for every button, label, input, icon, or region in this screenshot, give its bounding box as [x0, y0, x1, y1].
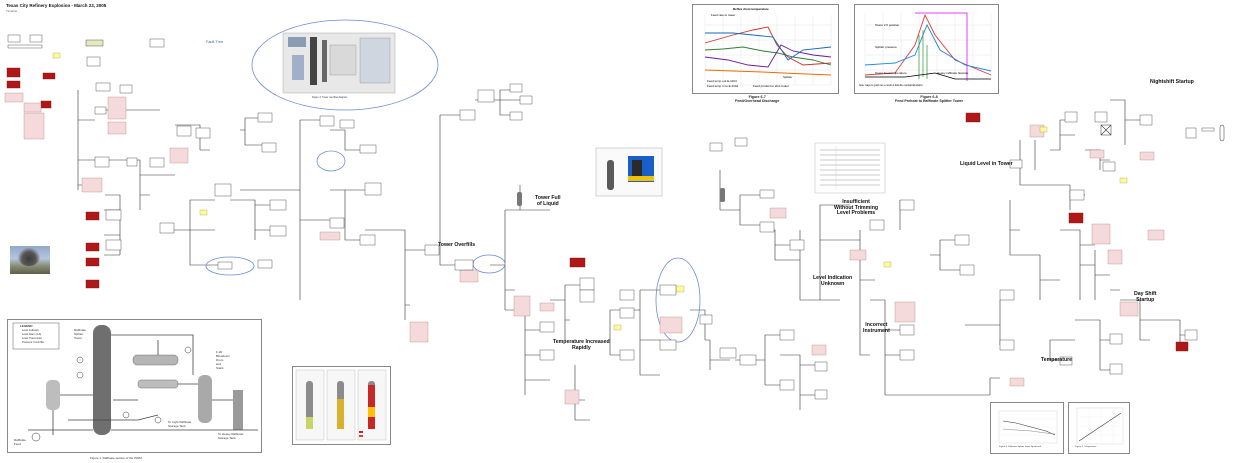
chart-right-annotation-3: Heavy raffinate flowrate: [937, 71, 968, 75]
pid-legend-item-1: Level Alarm (LA): [22, 333, 41, 336]
chart-tower-liquid-level-caption: Figure 4. Raffinate Splitter tower liqui…: [999, 446, 1041, 448]
tower-level-drawing: [293, 367, 390, 444]
pid-legend-title: LEGEND: [20, 324, 33, 328]
pid-legend-item-0: Level Indicator: [22, 329, 39, 332]
heading-day-shift-startup: Day Shift Startup: [1134, 292, 1156, 303]
text-document-image: [815, 143, 885, 193]
figure-6-8-caption: Figure 6-8 Feed Preheat to Raffinate Spl…: [895, 95, 963, 103]
smoke-plume: [18, 248, 40, 266]
pid-legend-item-2: Level Transmitter: [22, 337, 42, 340]
chart-temperature: Figure 5. Temperature: [1068, 402, 1130, 454]
chart-left-title: Reflux drum temperature: [733, 7, 769, 11]
pid-label-light-raffinate: To Light Raffinate Storage Tank: [168, 420, 191, 428]
figure-1-caption: Figure 1. Raffinate section of the ISOM: [90, 456, 142, 460]
pid-label-blowdown-drum: F-20 Blowdown Drum and Stack: [216, 350, 230, 370]
pid-label-feed: Raffinate Feed: [14, 438, 26, 446]
heading-nightshift-startup: Nightshift Startup: [1150, 80, 1194, 86]
chart-left-annotation-0: Feed rate to tower: [711, 13, 735, 17]
heading-level-indication-unknown: Level Indication Unknown: [813, 276, 852, 287]
heading-tower-overfills: Tower Overfills: [438, 243, 475, 249]
pid-diagram-panel: LEGEND Level Indicator Level Alarm (LA) …: [7, 319, 262, 453]
chart-feed-overhead: Feed rate to tower Reflux drum temperatu…: [692, 4, 839, 94]
chart-left-annotation-5: Feed product to 2nd cooler: [753, 84, 789, 88]
chart-right-annotation-0: Tower 2 ft position: [875, 23, 899, 27]
chart-left-annotation-3: Feed temp in to E-1104: [707, 84, 738, 88]
pid-label-splitter-tower: Raffinate Splitter Tower: [74, 328, 86, 340]
chart-temperature-caption: Figure 5. Temperature: [1075, 446, 1096, 448]
control-room-photo: [283, 33, 395, 93]
heading-fault-tree: Fault Tree: [206, 40, 223, 44]
heading-incorrect-instrument: Incorrect Instrument: [863, 323, 890, 334]
chart-right-annotation-2: Tower feed temperature: [875, 71, 907, 75]
chart-left-annotation-1: Splitter: [783, 75, 792, 79]
tower-photo: [596, 148, 662, 196]
root-cause-boxes: [7, 68, 1188, 351]
pid-legend-item-3: Pressure Controller: [22, 341, 44, 344]
figure-6-7-caption: Figure 6-7 Feed/Overhead Discharge: [735, 95, 779, 103]
heading-liquid-level-in-tower: Liquid Level in Tower: [960, 162, 1013, 168]
heading-temperature: Temperature: [1041, 358, 1072, 364]
chart-tower-liquid-level: Figure 4. Raffinate Splitter tower liqui…: [990, 402, 1064, 454]
chart-left-annotation-2: Feed temp out E-1104: [707, 79, 737, 83]
oval-mid-sub: [317, 151, 345, 171]
heading-tower-full-of-liquid: Tower Full of Liquid: [535, 196, 561, 207]
pid-label-heavy-raffinate: To Heavy Raffinate Storage Tank: [218, 432, 243, 440]
control-room-photo-caption: Figure 3. Tower overflow diagram: [312, 96, 347, 99]
chart-right-annotation-1: Splitter pressure: [875, 45, 897, 49]
chart-right-note: Note: Gaps in graph are a result of data…: [859, 85, 923, 87]
heading-insufficient: Insufficient Without Trimming Level Prob…: [834, 200, 878, 217]
chart-feed-preheat-plot: [855, 5, 998, 93]
heading-temperature-increased: Temperature Increased Rapidly: [553, 340, 610, 351]
chart-feed-preheat: Tower 2 ft position Splitter pressure To…: [854, 4, 999, 94]
tower-level-comparison: [292, 366, 391, 445]
